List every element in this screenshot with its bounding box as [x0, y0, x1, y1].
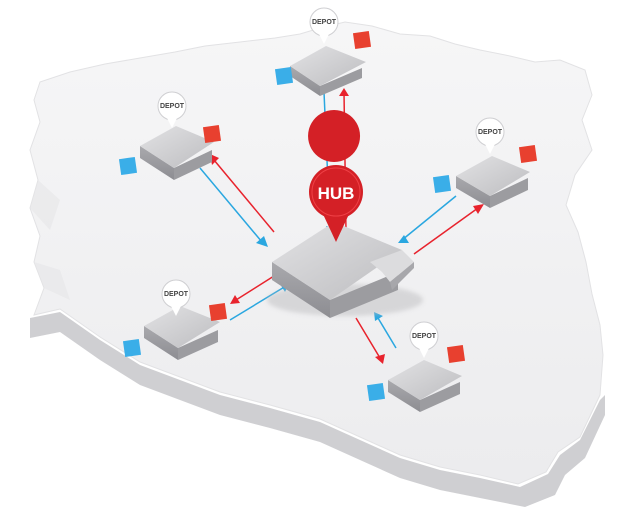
route-sw-outbound-head: [230, 295, 240, 304]
route-nw-inbound-head: [256, 236, 268, 247]
depot-label: DEPOT: [412, 333, 437, 340]
depot-building-front: [490, 178, 528, 208]
red-box-icon: [518, 144, 538, 164]
hub-pin-head: [309, 165, 363, 219]
hub-pin-tail: [322, 212, 350, 242]
depot-east: DEPOT: [432, 117, 538, 208]
hub-building-dock: [370, 250, 414, 282]
depot-callout-tail: [167, 118, 177, 128]
depot-north-west: DEPOT: [118, 91, 222, 180]
blue-box-icon: [432, 174, 452, 194]
blue-box-icon: [366, 382, 386, 402]
depot-building-front: [178, 330, 218, 360]
depot-building-front: [174, 150, 212, 180]
route-se-outbound-head: [375, 354, 385, 364]
hub-building-side: [272, 262, 330, 318]
depot-callout-tail: [171, 306, 181, 316]
route-east-inbound: [401, 195, 457, 241]
blue-box-icon: [118, 156, 138, 176]
map-shade: [30, 180, 70, 300]
red-box-icon: [446, 344, 466, 364]
red-box-icon: [208, 302, 228, 322]
depot-callout-tail: [419, 348, 429, 358]
red-box-icon: [352, 30, 372, 50]
depot-label: DEPOT: [160, 103, 185, 110]
depot-building-front: [420, 382, 460, 412]
route-se-inbound: [377, 317, 397, 349]
route-east-inbound-head: [398, 235, 409, 243]
depot-building-side: [388, 380, 420, 412]
route-east-outbound-head: [473, 204, 484, 214]
depot-building-roof: [388, 360, 462, 400]
depot-north: DEPOT: [274, 7, 372, 96]
blue-box-icon: [122, 338, 142, 358]
red-box-icon: [202, 124, 222, 144]
route-nw-inbound: [199, 167, 263, 243]
map-side: [30, 312, 605, 507]
depot-callout-tail: [319, 34, 329, 44]
depot-building-front: [320, 68, 362, 96]
hub-building: [267, 222, 423, 318]
depot-building-roof: [140, 126, 214, 168]
hub-marker: HUB: [308, 110, 363, 242]
hub-pin-highlight: [311, 167, 361, 217]
depot-building-roof: [144, 306, 220, 348]
depot-label: DEPOT: [164, 291, 189, 298]
depot-building-roof: [456, 156, 530, 196]
route-se-outbound: [355, 317, 381, 359]
hub-building-dock-side: [390, 262, 414, 290]
route-nw-outbound-head: [210, 154, 219, 165]
depot-building-side: [290, 66, 320, 96]
depot-building-side: [456, 176, 490, 208]
depot-label: DEPOT: [312, 19, 337, 26]
hub-building-roof: [272, 222, 402, 300]
hub-label: HUB: [318, 184, 355, 203]
depot-south-east: DEPOT: [366, 321, 466, 412]
route-sw-inbound: [229, 285, 287, 321]
blue-box-icon: [274, 66, 294, 86]
route-sw-outbound: [235, 275, 275, 301]
depot-south-west: DEPOT: [122, 279, 228, 360]
depot-callout-tail: [485, 144, 495, 154]
depot-building-side: [144, 326, 178, 360]
route-nw-outbound: [213, 159, 275, 233]
hub-building-front: [330, 272, 398, 318]
depot-building-roof: [290, 46, 366, 86]
depot-label: DEPOT: [478, 129, 503, 136]
route-east-outbound: [413, 207, 479, 255]
hub-pin-icon: [308, 110, 361, 240]
route-north-outbound-head: [339, 88, 349, 96]
depot-building-side: [140, 146, 174, 180]
